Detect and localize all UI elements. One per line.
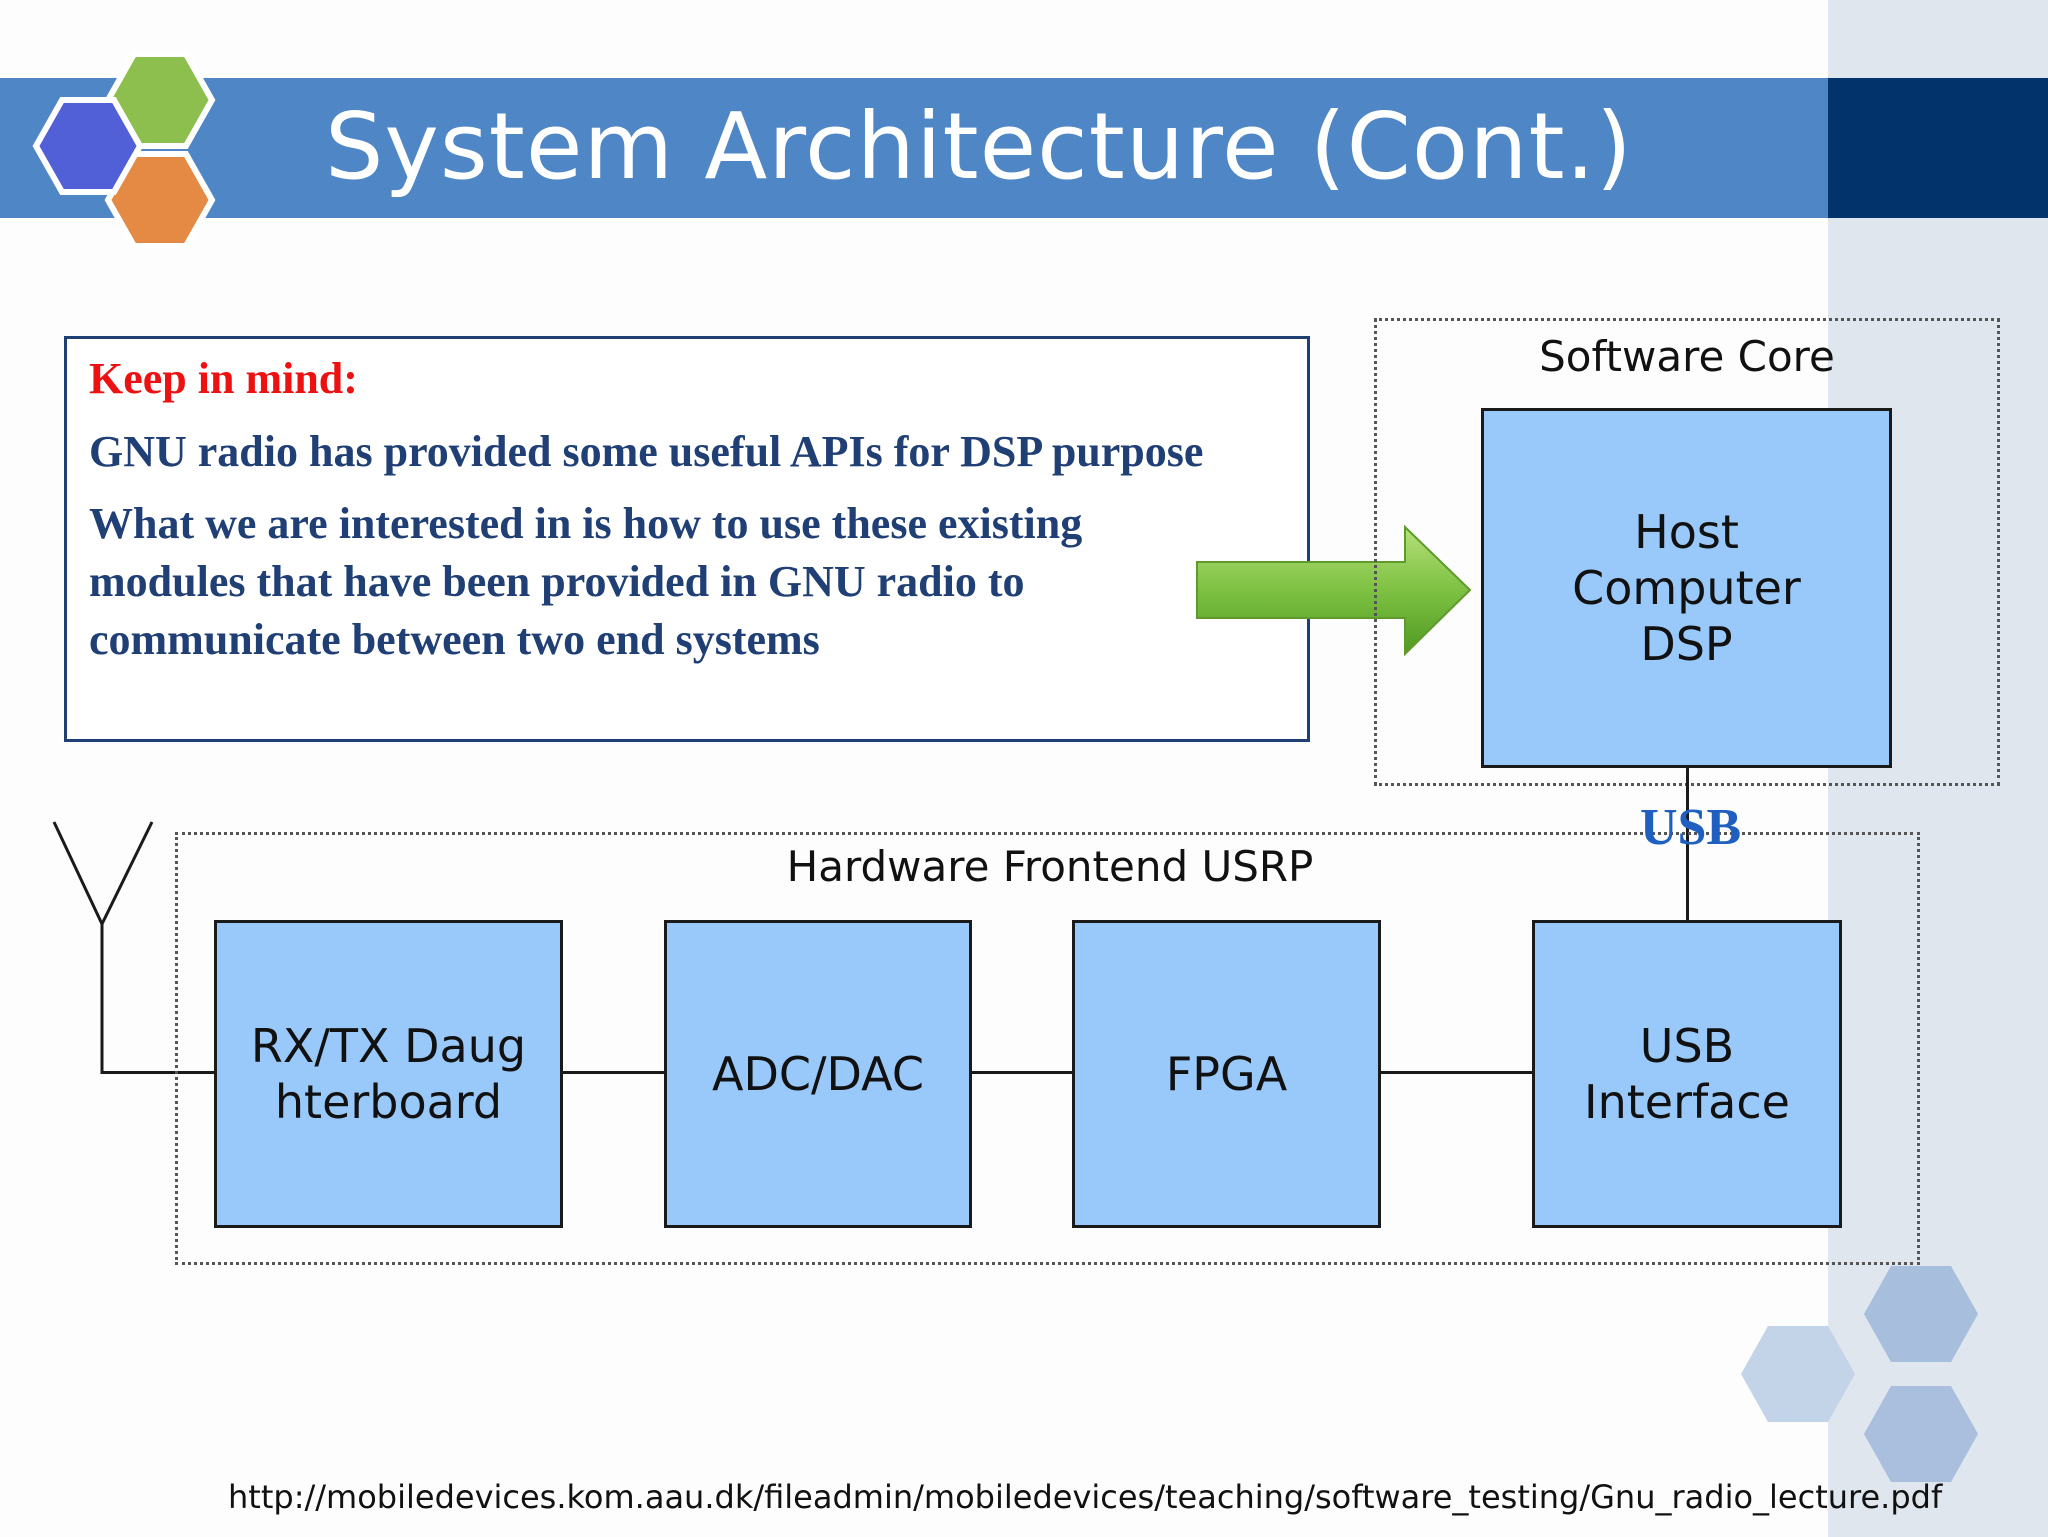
note-line-interest: What we are interested in is how to use … [89, 499, 1083, 664]
arrow-right-icon [1196, 524, 1472, 657]
adc-dac-block: ADC/DAC [664, 920, 972, 1228]
connector-adc-fpga [971, 1071, 1073, 1074]
hardware-frontend-label: Hardware Frontend USRP [786, 842, 1314, 891]
host-computer-dsp-block: Host Computer DSP [1481, 408, 1892, 768]
software-core-label: Software Core [1539, 332, 1835, 381]
source-url: http://mobiledevices.kom.aau.dk/fileadmi… [228, 1478, 1943, 1516]
note-line-apis: GNU radio has provided some useful APIs … [89, 427, 1204, 476]
antenna-connector-line [101, 1071, 214, 1074]
fpga-block: FPGA [1072, 920, 1381, 1228]
decorative-hexagons-icon [1741, 1266, 1978, 1482]
title-bar-dark-end [1828, 78, 2048, 218]
connector-daughterboard-adc [562, 1071, 665, 1074]
adc-dac-label: ADC/DAC [712, 1047, 924, 1101]
page-title: System Architecture (Cont.) [325, 93, 1633, 200]
note-heading: Keep in mind: [89, 354, 358, 403]
usb-connector-line [1686, 768, 1689, 920]
note-box: Keep in mind: GNU radio has provided som… [64, 336, 1310, 742]
daughterboard-label: RX/TX Daughterboard [250, 1019, 527, 1129]
usb-interface-block: USB Interface [1532, 920, 1842, 1228]
usb-connection-label: USB [1640, 799, 1742, 856]
usb-interface-label: USB Interface [1584, 1019, 1790, 1129]
logo-hexagons-icon [32, 51, 216, 249]
title-bar [0, 78, 1828, 218]
fpga-label: FPGA [1165, 1047, 1288, 1101]
connector-fpga-usb [1380, 1071, 1533, 1074]
host-computer-dsp-label: Host Computer DSP [1572, 505, 1801, 671]
daughterboard-block: RX/TX Daughterboard [214, 920, 563, 1228]
antenna-icon [52, 821, 154, 1074]
hardware-frontend-group [175, 832, 1920, 1265]
